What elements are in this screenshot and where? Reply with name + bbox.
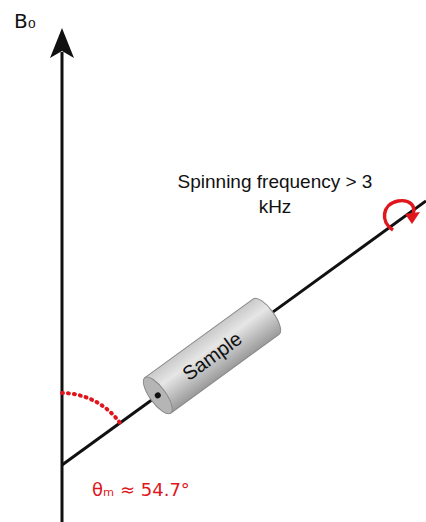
- spin-arrowhead: [405, 212, 420, 224]
- cylinder-end: [138, 373, 177, 418]
- angle-label: θₘ ≈ 54.7°: [92, 478, 262, 501]
- field-arrowhead: [50, 28, 74, 58]
- field-axis: [61, 52, 64, 522]
- rotor-axis: [62, 201, 426, 465]
- spinning-frequency-label: Spinning frequency > 3 kHz: [170, 170, 380, 219]
- axis-hole: [154, 391, 162, 399]
- sample-cylinder: Sample: [138, 293, 286, 418]
- sample-label: Sample: [178, 327, 246, 385]
- field-label: B₀: [14, 8, 64, 34]
- angle-arc: [62, 393, 120, 423]
